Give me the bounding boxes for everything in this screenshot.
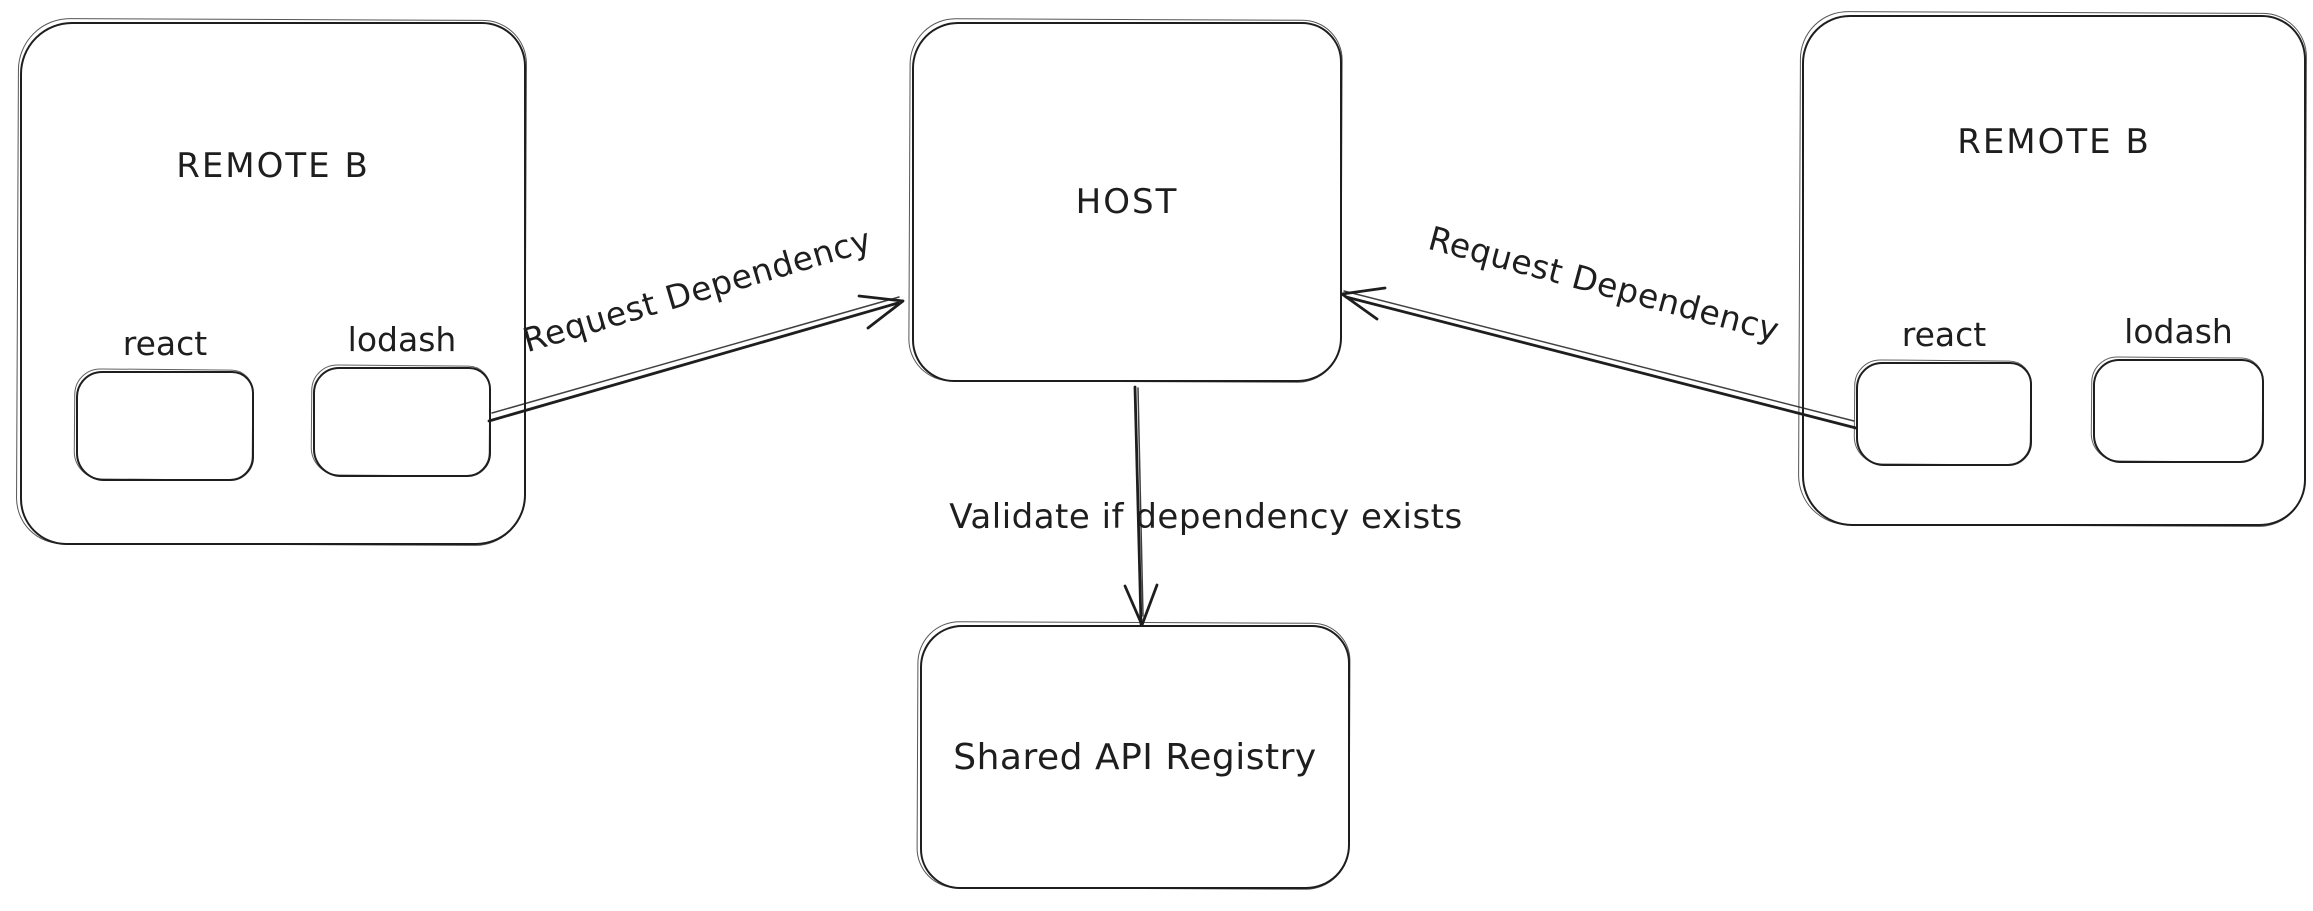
edge-label-request-dependency-right: Request Dependency [1424, 218, 1784, 350]
module-react-left: react [76, 324, 254, 481]
node-remote-b-left: REMOTE B react lodash [20, 22, 526, 545]
node-remote-b-right: REMOTE B react lodash [1802, 15, 2306, 526]
node-remote-b-right-title: REMOTE B [1957, 122, 2151, 162]
module-lodash-right-label: lodash [2124, 312, 2233, 351]
module-lodash-left-label: lodash [347, 320, 457, 359]
node-shared-api-registry: Shared API Registry [920, 625, 1350, 889]
node-shared-api-registry-title: Shared API Registry [953, 736, 1317, 778]
module-react-right-label: react [1901, 315, 1987, 354]
node-remote-b-left-title: REMOTE B [176, 146, 370, 186]
edge-label-request-dependency-left: Request Dependency [518, 220, 876, 360]
module-react-left-label: react [122, 324, 208, 363]
module-lodash-right: lodash [2093, 312, 2264, 463]
edge-label-validate-dependency: Validate if dependency exists [949, 497, 1463, 537]
module-react-right: react [1856, 315, 2032, 466]
node-host: HOST [912, 22, 1342, 382]
module-react-left-box [76, 371, 254, 481]
module-react-right-box [1856, 362, 2032, 466]
arrow-right-request [1340, 286, 1858, 430]
module-lodash-right-box [2093, 359, 2264, 463]
node-host-title: HOST [1075, 182, 1179, 222]
module-lodash-left-box [313, 367, 491, 477]
module-lodash-left: lodash [313, 320, 491, 477]
